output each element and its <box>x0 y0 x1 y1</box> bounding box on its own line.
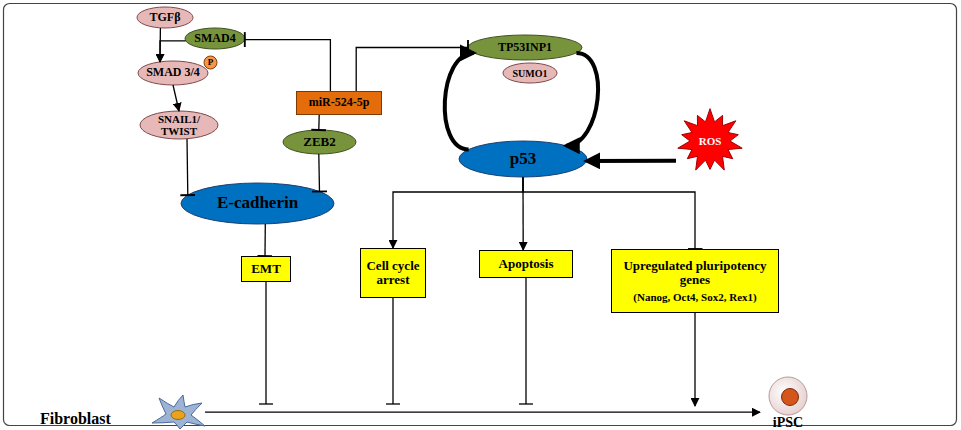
text-holder: Upregulated pluripotency genes (Nanog, Oc… <box>612 250 778 312</box>
activation-arrow <box>393 177 523 248</box>
activation-arrow <box>522 177 524 250</box>
inhibition-bar <box>259 403 273 404</box>
process-box: Apoptosis <box>479 250 573 278</box>
activation-arrow <box>173 85 179 111</box>
activation-arrow <box>159 28 161 62</box>
protein-ellipse: SMAD 3/4P <box>137 60 209 86</box>
cell-nucleus <box>782 389 799 406</box>
node-label: p53 <box>510 150 536 169</box>
activation-arrow <box>445 53 474 150</box>
inhibition-bar <box>386 403 400 404</box>
node-label: Cell cycle arrest <box>363 259 423 288</box>
text-holder: TP53INP1 <box>467 34 583 61</box>
node-label: TGFβ <box>150 11 181 24</box>
inhibition-connector <box>523 177 695 249</box>
node-label: iPSC <box>773 415 803 430</box>
text-holder: Fibroblast <box>40 392 205 430</box>
text-holder: p53 <box>458 140 588 178</box>
ellipse-shape <box>138 61 208 85</box>
node-label: ROS <box>699 135 722 147</box>
protein-ellipse: ZEB2 <box>282 129 357 155</box>
ellipse-shape <box>140 111 218 139</box>
process-box: Cell cycle arrest <box>360 248 426 298</box>
text-holder: SUMO1 <box>502 62 558 84</box>
protein-ellipse: SMAD4 <box>184 27 246 50</box>
activation-arrow <box>205 411 760 412</box>
protein-ellipse: SUMO1 <box>502 62 558 84</box>
signal-ellipse: TGFβ <box>136 6 194 29</box>
protein-ellipse: TP53INP1 <box>467 34 583 61</box>
ellipse-shape <box>185 28 245 49</box>
node-label: miR-524-5p <box>309 96 370 109</box>
protein-ellipse: SNAIL1/ TWIST <box>139 110 219 140</box>
activation-arrow <box>566 53 598 146</box>
text-holder: Cell cycle arrest <box>361 249 425 297</box>
inhibition-leader <box>265 282 266 404</box>
text-holder: EMT <box>242 257 290 281</box>
node-label: (Nanog, Oct4, Sox2, Rex1) <box>633 291 756 303</box>
inhibition-leader <box>525 278 526 404</box>
text-holder: SMAD4 <box>184 27 246 50</box>
node-label: SMAD 3/4 <box>146 66 200 79</box>
inhibition-connector <box>186 139 188 195</box>
ellipse-shape <box>503 63 557 83</box>
node-label: SUMO1 <box>513 68 548 79</box>
inhibition-leader <box>392 298 393 404</box>
ellipse-shape <box>181 183 334 224</box>
cell-icon: Fibroblast <box>40 392 205 430</box>
ellipse-shape <box>204 56 217 69</box>
protein-ellipse: p53 <box>458 140 588 178</box>
text-holder: miR-524-5p <box>297 92 381 114</box>
node-label: ZEB2 <box>303 135 336 149</box>
text-holder: SNAIL1/ TWIST <box>139 110 219 140</box>
node-label: SMAD4 <box>194 32 235 45</box>
cell-body <box>769 377 807 415</box>
text-holder: SMAD 3/4 <box>137 60 209 86</box>
inhibition-bar <box>519 403 533 404</box>
text-holder: TGFβ <box>136 6 194 29</box>
phospho-circle: P <box>203 55 218 70</box>
text-holder: Apoptosis <box>480 251 572 277</box>
process-box: EMT <box>241 256 291 282</box>
inhibition-connector <box>356 48 468 92</box>
ellipse-shape <box>283 130 356 154</box>
activation-leader <box>694 313 695 406</box>
text-holder: ZEB2 <box>282 129 357 155</box>
node-label: SNAIL1/ TWIST <box>147 113 211 137</box>
inhibition-connector <box>264 224 266 256</box>
node-label: P <box>208 58 214 68</box>
star-shape <box>678 109 742 170</box>
text-holder: E-cadherin <box>180 182 335 225</box>
inhibition-connector <box>318 115 320 130</box>
node-label: Upregulated pluripotency genes <box>616 259 774 288</box>
activation-arrow <box>587 159 676 163</box>
text-holder: ROS <box>676 108 744 174</box>
ellipse-shape <box>459 141 587 177</box>
text-holder: P <box>203 55 218 70</box>
node-label: EMT <box>251 262 281 276</box>
node-label: Fibroblast <box>40 410 111 428</box>
text-holder: iPSC <box>760 376 816 430</box>
mirna-box: miR-524-5p <box>296 91 382 115</box>
process-box: Upregulated pluripotency genes (Nanog, Oc… <box>611 249 779 313</box>
cell-nucleus <box>171 411 185 420</box>
cell-icon: iPSC <box>760 376 816 430</box>
node-label: TP53INP1 <box>498 41 552 54</box>
inhibition-connector <box>245 40 331 91</box>
node-label: E-cadherin <box>217 194 298 213</box>
inhibition-connector <box>318 154 320 192</box>
frame-border <box>4 4 957 426</box>
node-label: Apoptosis <box>499 257 554 271</box>
activation-arrow <box>160 41 186 62</box>
fibroblast-drawing <box>152 395 205 429</box>
cell-body <box>152 395 205 429</box>
ellipse-shape <box>137 7 193 28</box>
stress-star: ROS <box>676 108 744 174</box>
ellipse-shape <box>468 35 582 60</box>
protein-ellipse: E-cadherin <box>180 182 335 225</box>
